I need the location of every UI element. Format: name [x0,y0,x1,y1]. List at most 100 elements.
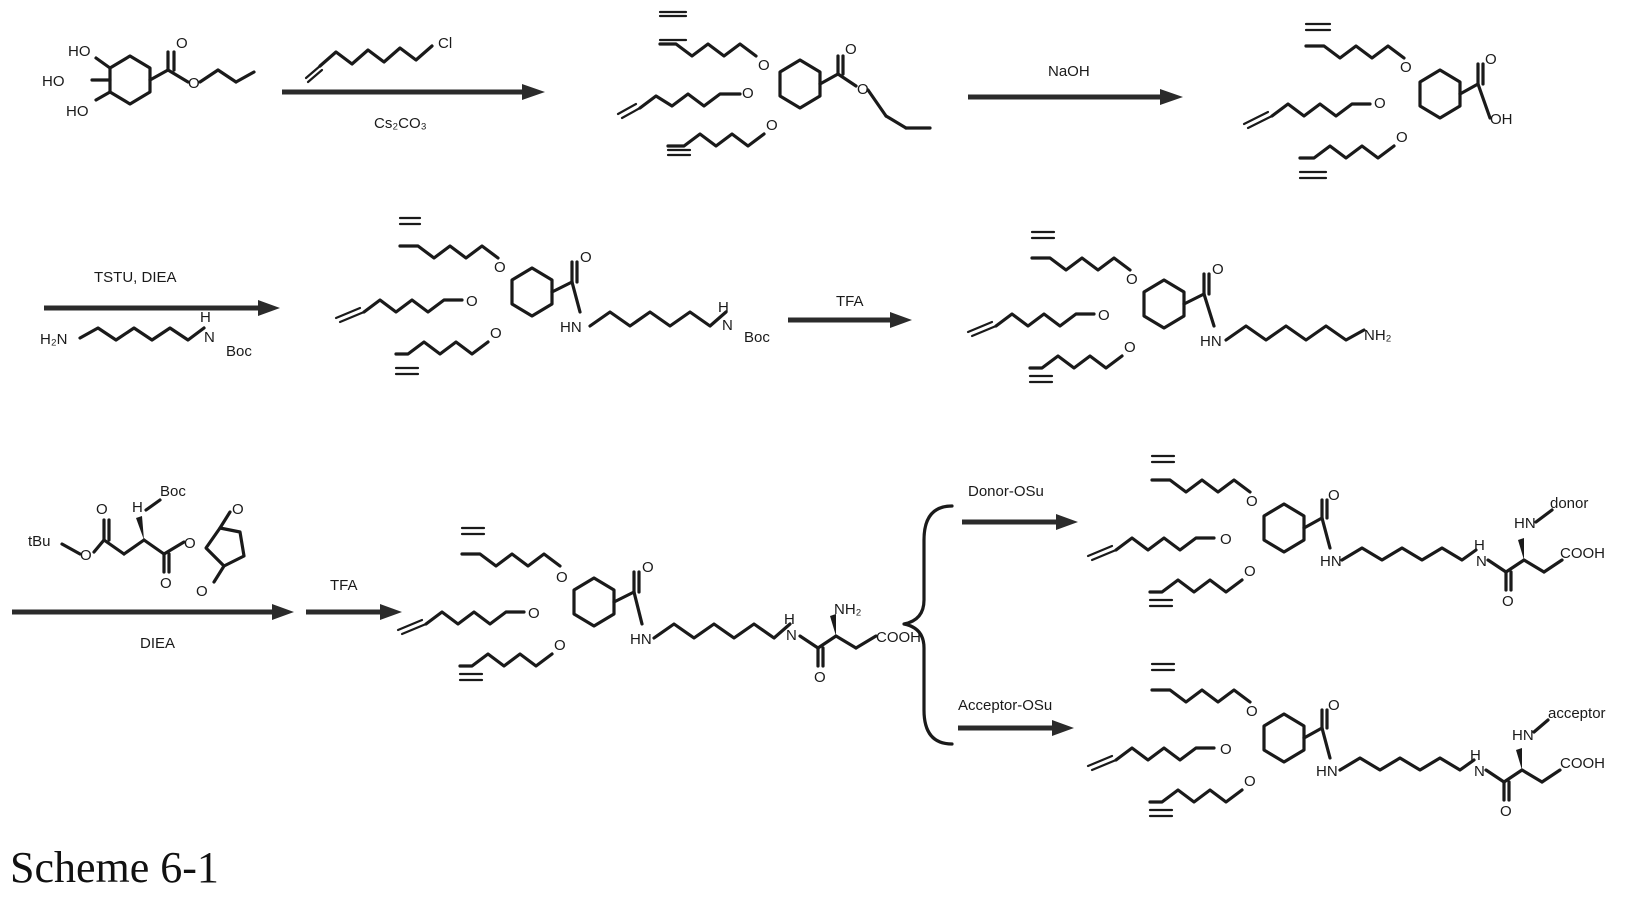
reagent-boc: Boc [226,343,252,360]
atom-O: O [1500,803,1512,820]
reagent-diea: DIEA [140,635,175,652]
atom-O: O [1396,129,1408,146]
atom-O: O [1244,563,1256,580]
atom-O: O [80,547,92,564]
compound-tri-alkyne-ester: O O O O O [618,12,930,155]
atom-O: O [554,637,566,654]
compound-tri-alkyne-acid: O OH O O O [1244,24,1513,178]
atom-H: H [784,611,795,628]
atom-O: O [160,575,172,592]
atom-O: O [494,259,506,276]
atom-HO: HO [68,43,91,60]
atom-O: O [766,117,778,134]
atom-COOH: COOH [876,629,921,646]
atom-O: O [1400,59,1412,76]
atom-NH: HN [1320,553,1342,570]
atom-H: H [132,499,143,516]
atom-NH: HN [1316,763,1338,780]
group-boc: Boc [744,329,770,346]
atom-N: N [722,317,733,334]
atom-NH2: NH₂ [1364,327,1392,344]
reaction-arrow-2: NaOH [968,63,1183,105]
scheme-caption: Scheme 6-1 [10,843,219,892]
atom-O: O [845,41,857,58]
atom-O: O [1244,773,1256,790]
atom-H: H [1474,537,1485,554]
label-donor: donor [1550,495,1588,512]
atom-O: O [1126,271,1138,288]
label-acceptor: acceptor [1548,705,1606,722]
atom-NH: HN [560,319,582,336]
compound-boc-amide: O HN H N Boc O O O [336,218,770,374]
compound-asp-conjugate: O HN H N O NH₂ COOH O O O [398,528,921,686]
branch-brace [904,506,952,744]
reaction-arrow-acceptor: Acceptor-OSu [958,697,1074,736]
atom-O: O [1246,703,1258,720]
atom-O: O [176,35,188,52]
reagent-cs2co3: Cs₂CO₃ [374,115,427,132]
reagent-cl: Cl [438,35,452,52]
atom-O: O [1328,697,1340,714]
atom-O: O [1502,593,1514,610]
atom-O: O [580,249,592,266]
reagent-tstu-diea: TSTU, DIEA [94,269,177,286]
atom-O: O [232,501,244,518]
atom-O: O [642,559,654,576]
reaction-arrow-6: TFA [306,577,402,620]
atom-NH: HN [630,631,652,648]
compound-propyl-gallate: O O HO HO HO [42,35,254,120]
atom-COOH: COOH [1560,755,1605,772]
atom-H: H [1470,747,1481,764]
atom-O: O [188,75,200,92]
atom-O: O [528,605,540,622]
atom-O: O [196,583,208,600]
atom-H: H [718,299,729,316]
reaction-arrow-1: Cl Cs₂CO₃ [282,35,545,132]
atom-HO: HO [66,103,89,120]
atom-NH: HN [1200,333,1222,350]
atom-O: O [1374,95,1386,112]
atom-NH: HN [1514,515,1536,532]
atom-O: O [1098,307,1110,324]
atom-O: O [184,535,196,552]
group-boc: Boc [160,483,186,500]
atom-O: O [1124,339,1136,356]
atom-O: O [814,669,826,686]
atom-O: O [742,85,754,102]
atom-NH: HN [1512,727,1534,744]
atom-COOH: COOH [1560,545,1605,562]
reagent-donor-osu: Donor-OSu [968,483,1044,500]
reaction-arrow-4: TFA [788,293,912,328]
atom-HO: HO [42,73,65,90]
atom-O: O [556,569,568,586]
atom-O: O [1212,261,1224,278]
atom-NH2: NH₂ [834,601,862,618]
atom-N: N [1476,553,1487,570]
atom-O: O [1246,493,1258,510]
atom-OH: OH [1490,111,1513,128]
compound-donor-conjugate: O HN H N O HN donor COOH O O O [1088,456,1605,610]
compound-amine: O HN NH₂ O O O [968,232,1392,382]
reaction-arrow-donor: Donor-OSu [962,483,1078,530]
atom-O: O [758,57,770,74]
reagent-tfa: TFA [330,577,358,594]
reaction-arrow-5: DIEA tBu O O H Boc O O O O [12,483,294,652]
atom-O: O [96,501,108,518]
atom-O: O [490,325,502,342]
atom-O: O [857,81,869,98]
atom-O: O [1485,51,1497,68]
atom-N: N [204,329,215,346]
reagent-naoh: NaOH [1048,63,1090,80]
atom-N: N [1474,763,1485,780]
reagent-tfa: TFA [836,293,864,310]
reagent-acceptor-osu: Acceptor-OSu [958,697,1052,714]
atom-H: H [200,309,211,326]
atom-O: O [1328,487,1340,504]
group-tbu: tBu [28,533,51,550]
atom-N: N [786,627,797,644]
atom-O: O [1220,741,1232,758]
reagent-h2n: H₂N [40,331,68,348]
atom-O: O [466,293,478,310]
compound-acceptor-conjugate: O HN H N O HN acceptor COOH O O O [1088,664,1606,820]
